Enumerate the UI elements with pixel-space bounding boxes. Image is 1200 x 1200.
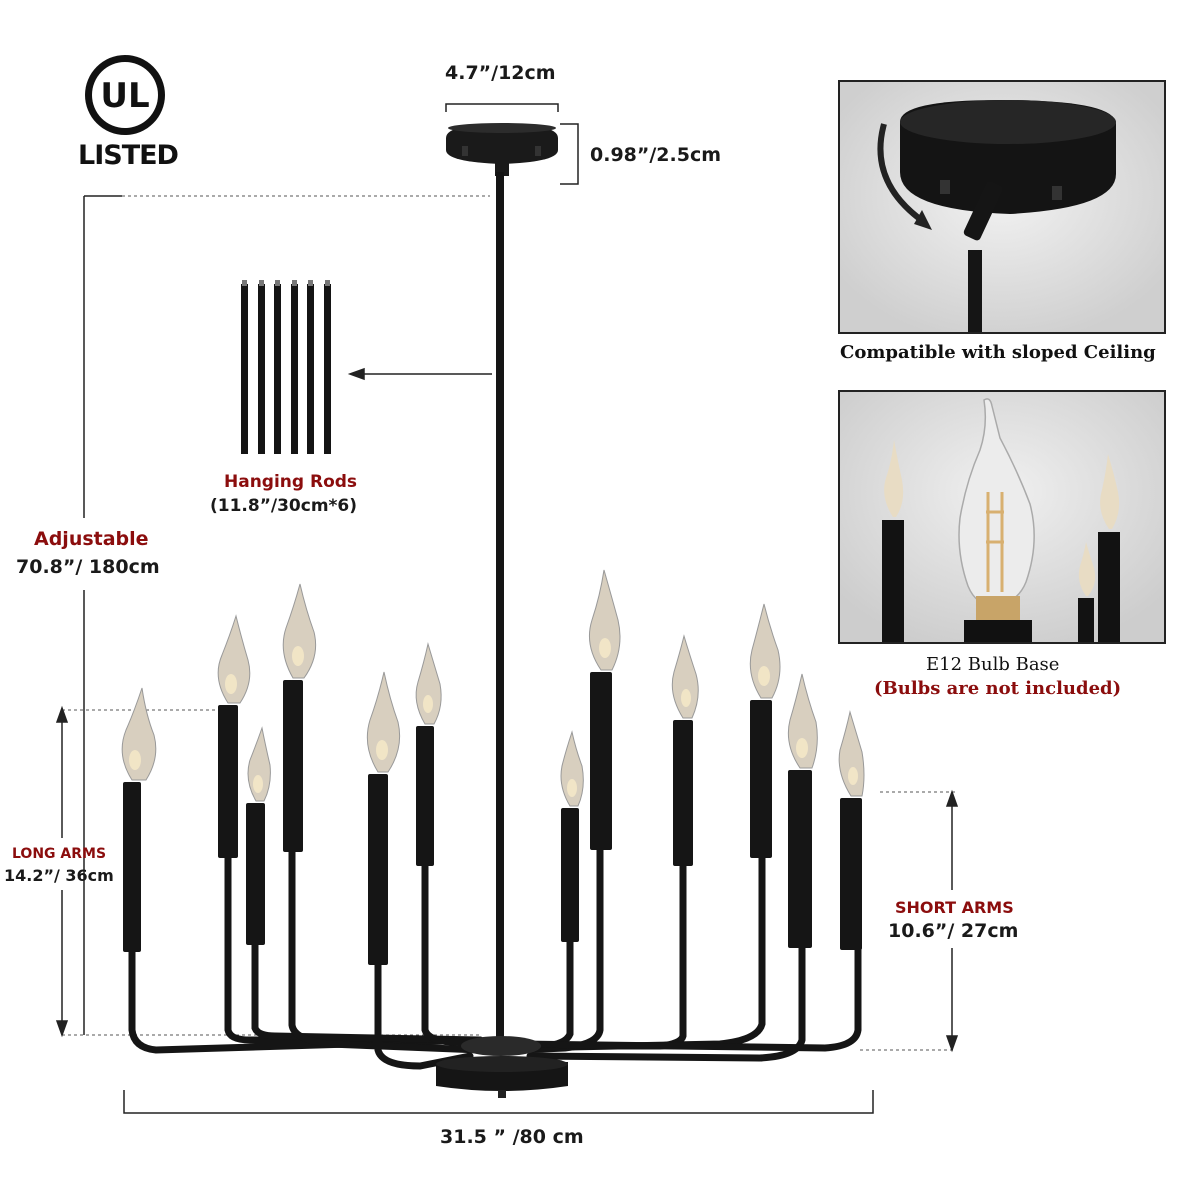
- guide-lines: [62, 195, 955, 1051]
- total-width-bracket: [123, 1090, 874, 1114]
- long-arms-arrow: [55, 705, 69, 1038]
- bulb-note: (Bulbs are not included): [874, 678, 1122, 699]
- sloped-ceiling-inset: [838, 80, 1166, 334]
- downrod: [496, 172, 504, 1052]
- adjustable-value: 70.8”/ 180cm: [16, 556, 160, 578]
- canopy: [446, 123, 558, 176]
- adjustable-title: Adjustable: [34, 528, 149, 550]
- long-arms-value: 14.2”/ 36cm: [4, 866, 114, 885]
- svg-text:UL: UL: [100, 76, 149, 116]
- hanging-rods: [241, 280, 331, 454]
- bulb-caption: E12 Bulb Base: [926, 654, 1060, 675]
- flame-bulbs: [121, 569, 865, 807]
- candle-sleeves: [123, 672, 862, 965]
- arms: [128, 846, 862, 1070]
- canopy-height-bracket: [560, 123, 579, 185]
- center-hub: [436, 1036, 568, 1098]
- total-width-label: 31.5 ” /80 cm: [440, 1126, 584, 1148]
- ul-listed-badge: UL LISTED: [78, 52, 179, 172]
- swivel-canopy-icon: [840, 82, 1164, 332]
- sloped-ceiling-caption: Compatible with sloped Ceiling: [840, 342, 1156, 363]
- e12-bulb-icon: [840, 392, 1164, 642]
- canopy-width-bracket: [445, 103, 559, 112]
- short-arms-arrow: [945, 789, 959, 1053]
- ul-logo-icon: UL: [85, 55, 165, 135]
- bulb-inset: [838, 390, 1166, 644]
- short-arms-title: SHORT ARMS: [895, 898, 1014, 917]
- canopy-width-label: 4.7”/12cm: [445, 62, 556, 84]
- short-arms-value: 10.6”/ 27cm: [888, 920, 1019, 942]
- adjustable-bracket: [83, 195, 122, 1035]
- canopy-height-label: 0.98”/2.5cm: [590, 144, 722, 166]
- listed-label: LISTED: [78, 140, 179, 171]
- rod-pointer-arrow: [347, 367, 492, 381]
- long-arms-title: LONG ARMS: [12, 846, 107, 862]
- hanging-rods-detail: (11.8”/30cm*6): [210, 496, 358, 516]
- hanging-rods-title: Hanging Rods: [224, 472, 358, 492]
